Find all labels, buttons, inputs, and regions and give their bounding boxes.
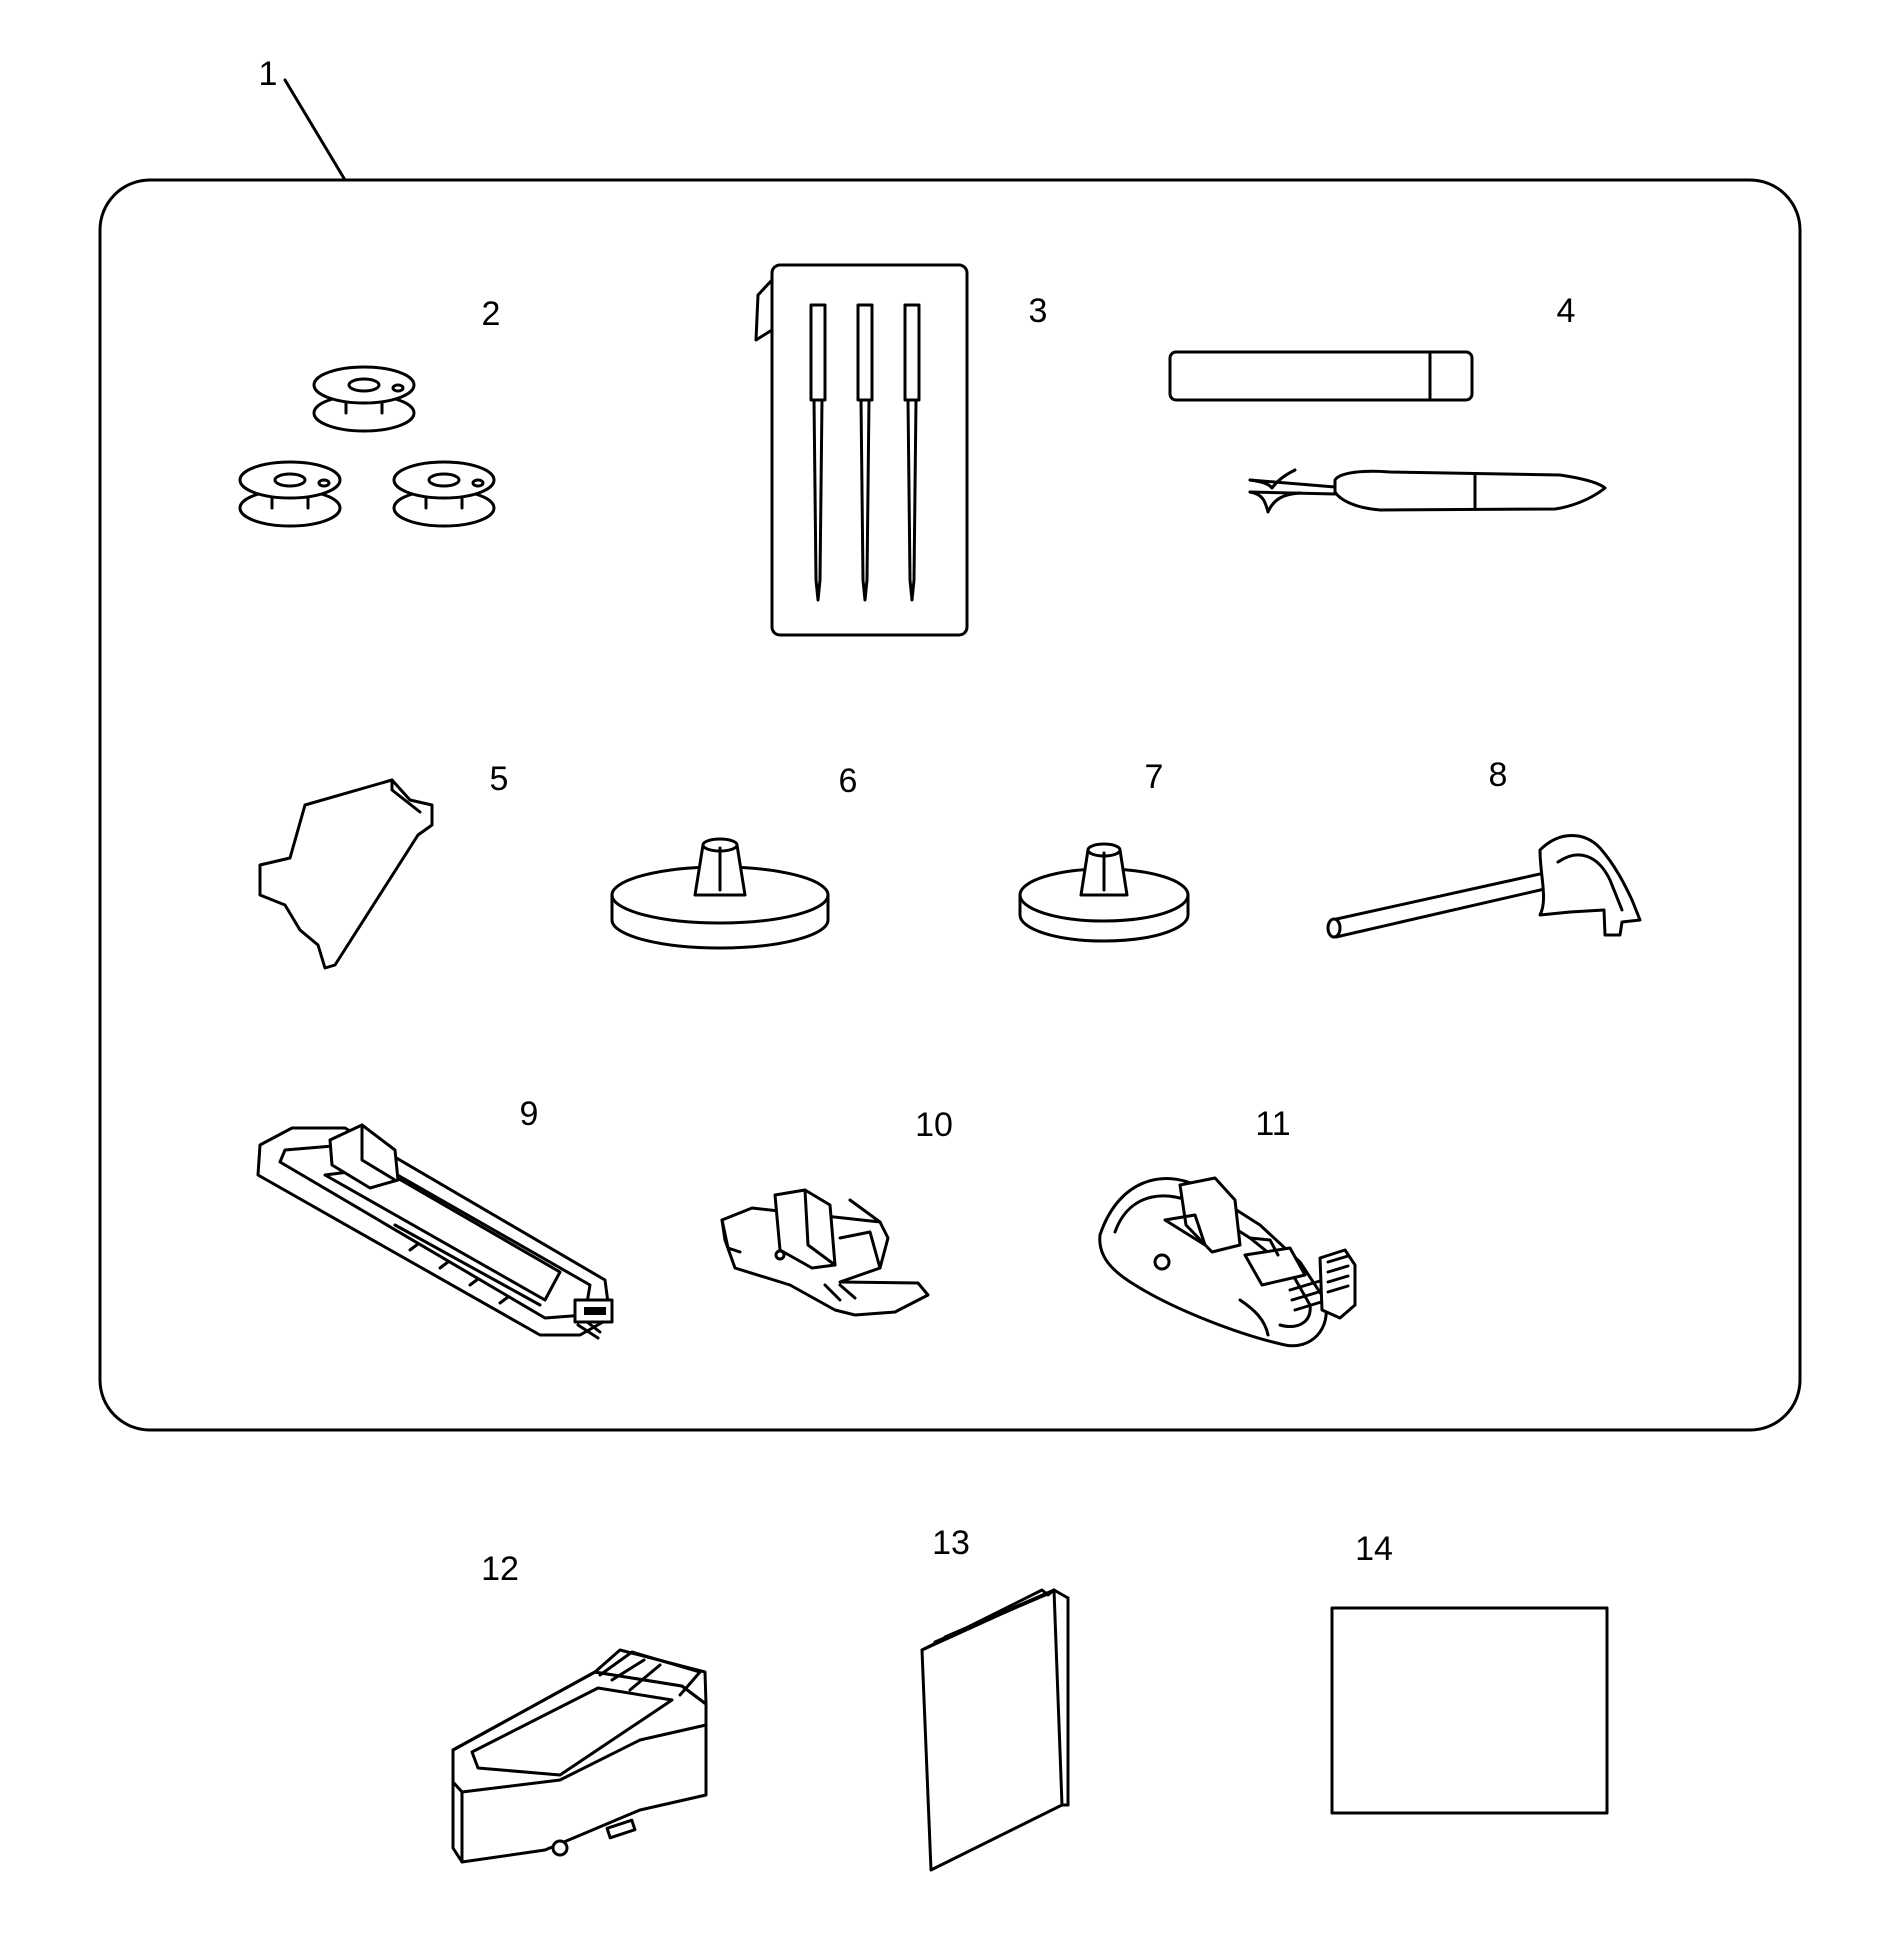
- needle-pack-icon: [754, 263, 969, 637]
- instruction-book-icon: [920, 1588, 1070, 1872]
- callout-6: 6: [839, 762, 858, 800]
- callout-4: 4: [1557, 292, 1576, 330]
- callout-7: 7: [1145, 758, 1164, 796]
- callout-10: 10: [915, 1106, 953, 1144]
- accessory-box-outline: [98, 78, 1802, 1432]
- screwdriver-plate-icon: [258, 778, 434, 970]
- small-spool-cap-icon: [1018, 842, 1190, 943]
- large-spool-cap-icon: [610, 837, 830, 950]
- buttonhole-foot-icon: [256, 1123, 614, 1340]
- callout-5: 5: [490, 760, 509, 798]
- overcasting-foot-icon: [1098, 1176, 1357, 1348]
- callout-12: 12: [481, 1550, 519, 1588]
- bobbin-icon: [238, 365, 496, 528]
- card-icon: [1330, 1606, 1609, 1815]
- callout-3: 3: [1029, 292, 1048, 330]
- spool-pin-icon: [1326, 834, 1642, 939]
- callout-11: 11: [1255, 1105, 1290, 1143]
- callout-13: 13: [932, 1524, 970, 1562]
- callout-14: 14: [1355, 1530, 1393, 1568]
- seam-ripper-icon: [1168, 350, 1607, 514]
- callout-8: 8: [1489, 756, 1508, 794]
- zigzag-foot-icon: [720, 1188, 930, 1317]
- foot-controller-icon: [451, 1648, 708, 1864]
- callout-1: 1: [259, 55, 278, 93]
- callout-9: 9: [520, 1095, 539, 1133]
- callout-2: 2: [482, 295, 501, 333]
